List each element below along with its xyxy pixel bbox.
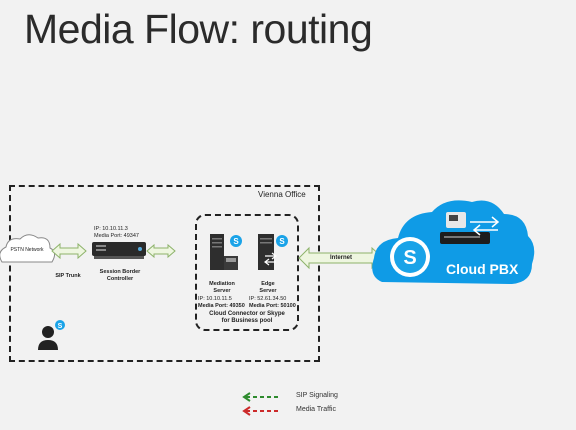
svg-text:S: S [279,237,285,246]
sbc-name-line1: Session Border [99,269,141,275]
vienna-office-label: Vienna Office [258,190,306,199]
edge-name-line1: Edge [261,281,275,287]
mediation-ip-label: IP: 10.10.11.5 [198,296,232,302]
vienna-office-boundary [9,185,320,362]
slide-title: Media Flow: routing [24,6,373,52]
session-border-controller-icon [92,242,146,259]
pool-label-line2: for Business pool [221,318,273,324]
sip-trunk-label: SIP Trunk [55,273,81,279]
pool-label-line1: Cloud Connector or Skype [209,311,285,317]
user-icon: S [38,320,65,350]
sip-trunk-arrow [51,242,87,260]
sbc-name-line2: Controller [106,276,134,282]
sbc-port-label: Media Port: 49347 [94,233,139,239]
mediation-name-line2: Server [213,288,231,294]
cloud-connector-pool-boundary [195,214,299,331]
legend-media-label: Media Traffic [296,406,336,413]
legend-media-line [242,406,280,416]
legend-sip-line [242,392,280,402]
cloud-pbx-label: Cloud PBX [446,261,519,277]
pstn-network-label: PSTN Network [10,247,44,253]
svg-text:S: S [58,323,63,330]
edge-server-icon: S [258,234,288,270]
cloud-pbx-cloud-icon: S [372,200,535,284]
edge-port-label: Media Port: 50100 [249,303,296,309]
sbc-to-mediation-arrow [146,243,176,259]
legend-sip-label: SIP Signaling [296,392,338,399]
mediation-port-label: Media Port: 49350 [198,303,245,309]
mediation-name-line1: Mediation [209,281,235,287]
sbc-ip-label: IP: 10.10.11.3 [94,226,128,232]
mediation-server-icon: S [210,234,242,270]
svg-text:S: S [233,237,239,246]
edge-ip-label: IP: 52.61.34.50 [249,296,287,302]
internet-label: Internet [329,255,352,261]
pstn-cloud-icon [0,234,56,263]
edge-name-line2: Server [259,288,277,294]
svg-text:S: S [403,247,416,269]
